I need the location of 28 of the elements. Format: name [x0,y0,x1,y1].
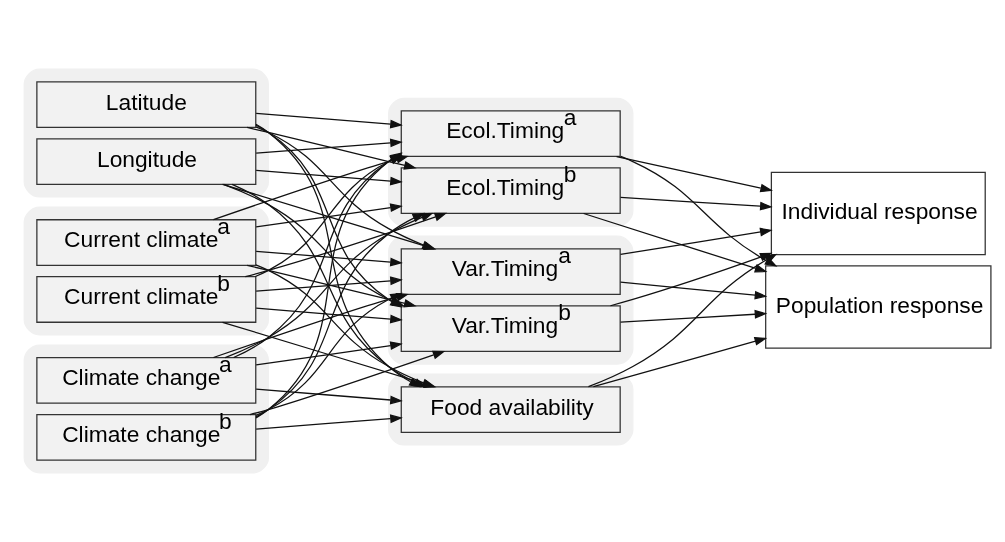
arrow [255,138,403,154]
cluster [23,344,270,474]
arrow [619,281,768,300]
arrow [255,169,403,186]
node-box: Food availability [400,386,621,433]
arrow [583,212,768,273]
node-box: Individual response [770,171,986,256]
arrow [255,276,403,292]
arrow [255,203,403,228]
arrow [619,309,768,323]
cluster [23,206,270,336]
arrow [255,414,403,430]
node-box: Latitude [36,81,257,129]
arrow [244,212,448,278]
arrow [619,227,773,255]
arrow [246,126,417,170]
node-box: Population response [765,265,992,349]
arrow [255,250,403,267]
arrow [255,341,403,366]
node-box: Longitude [36,138,257,185]
arrow [249,350,446,416]
arrow [615,155,773,193]
arrow [255,307,403,324]
arrow [619,196,773,211]
arrow [255,112,403,129]
arrow [255,388,403,405]
arrow [592,337,768,388]
cluster [23,68,270,198]
